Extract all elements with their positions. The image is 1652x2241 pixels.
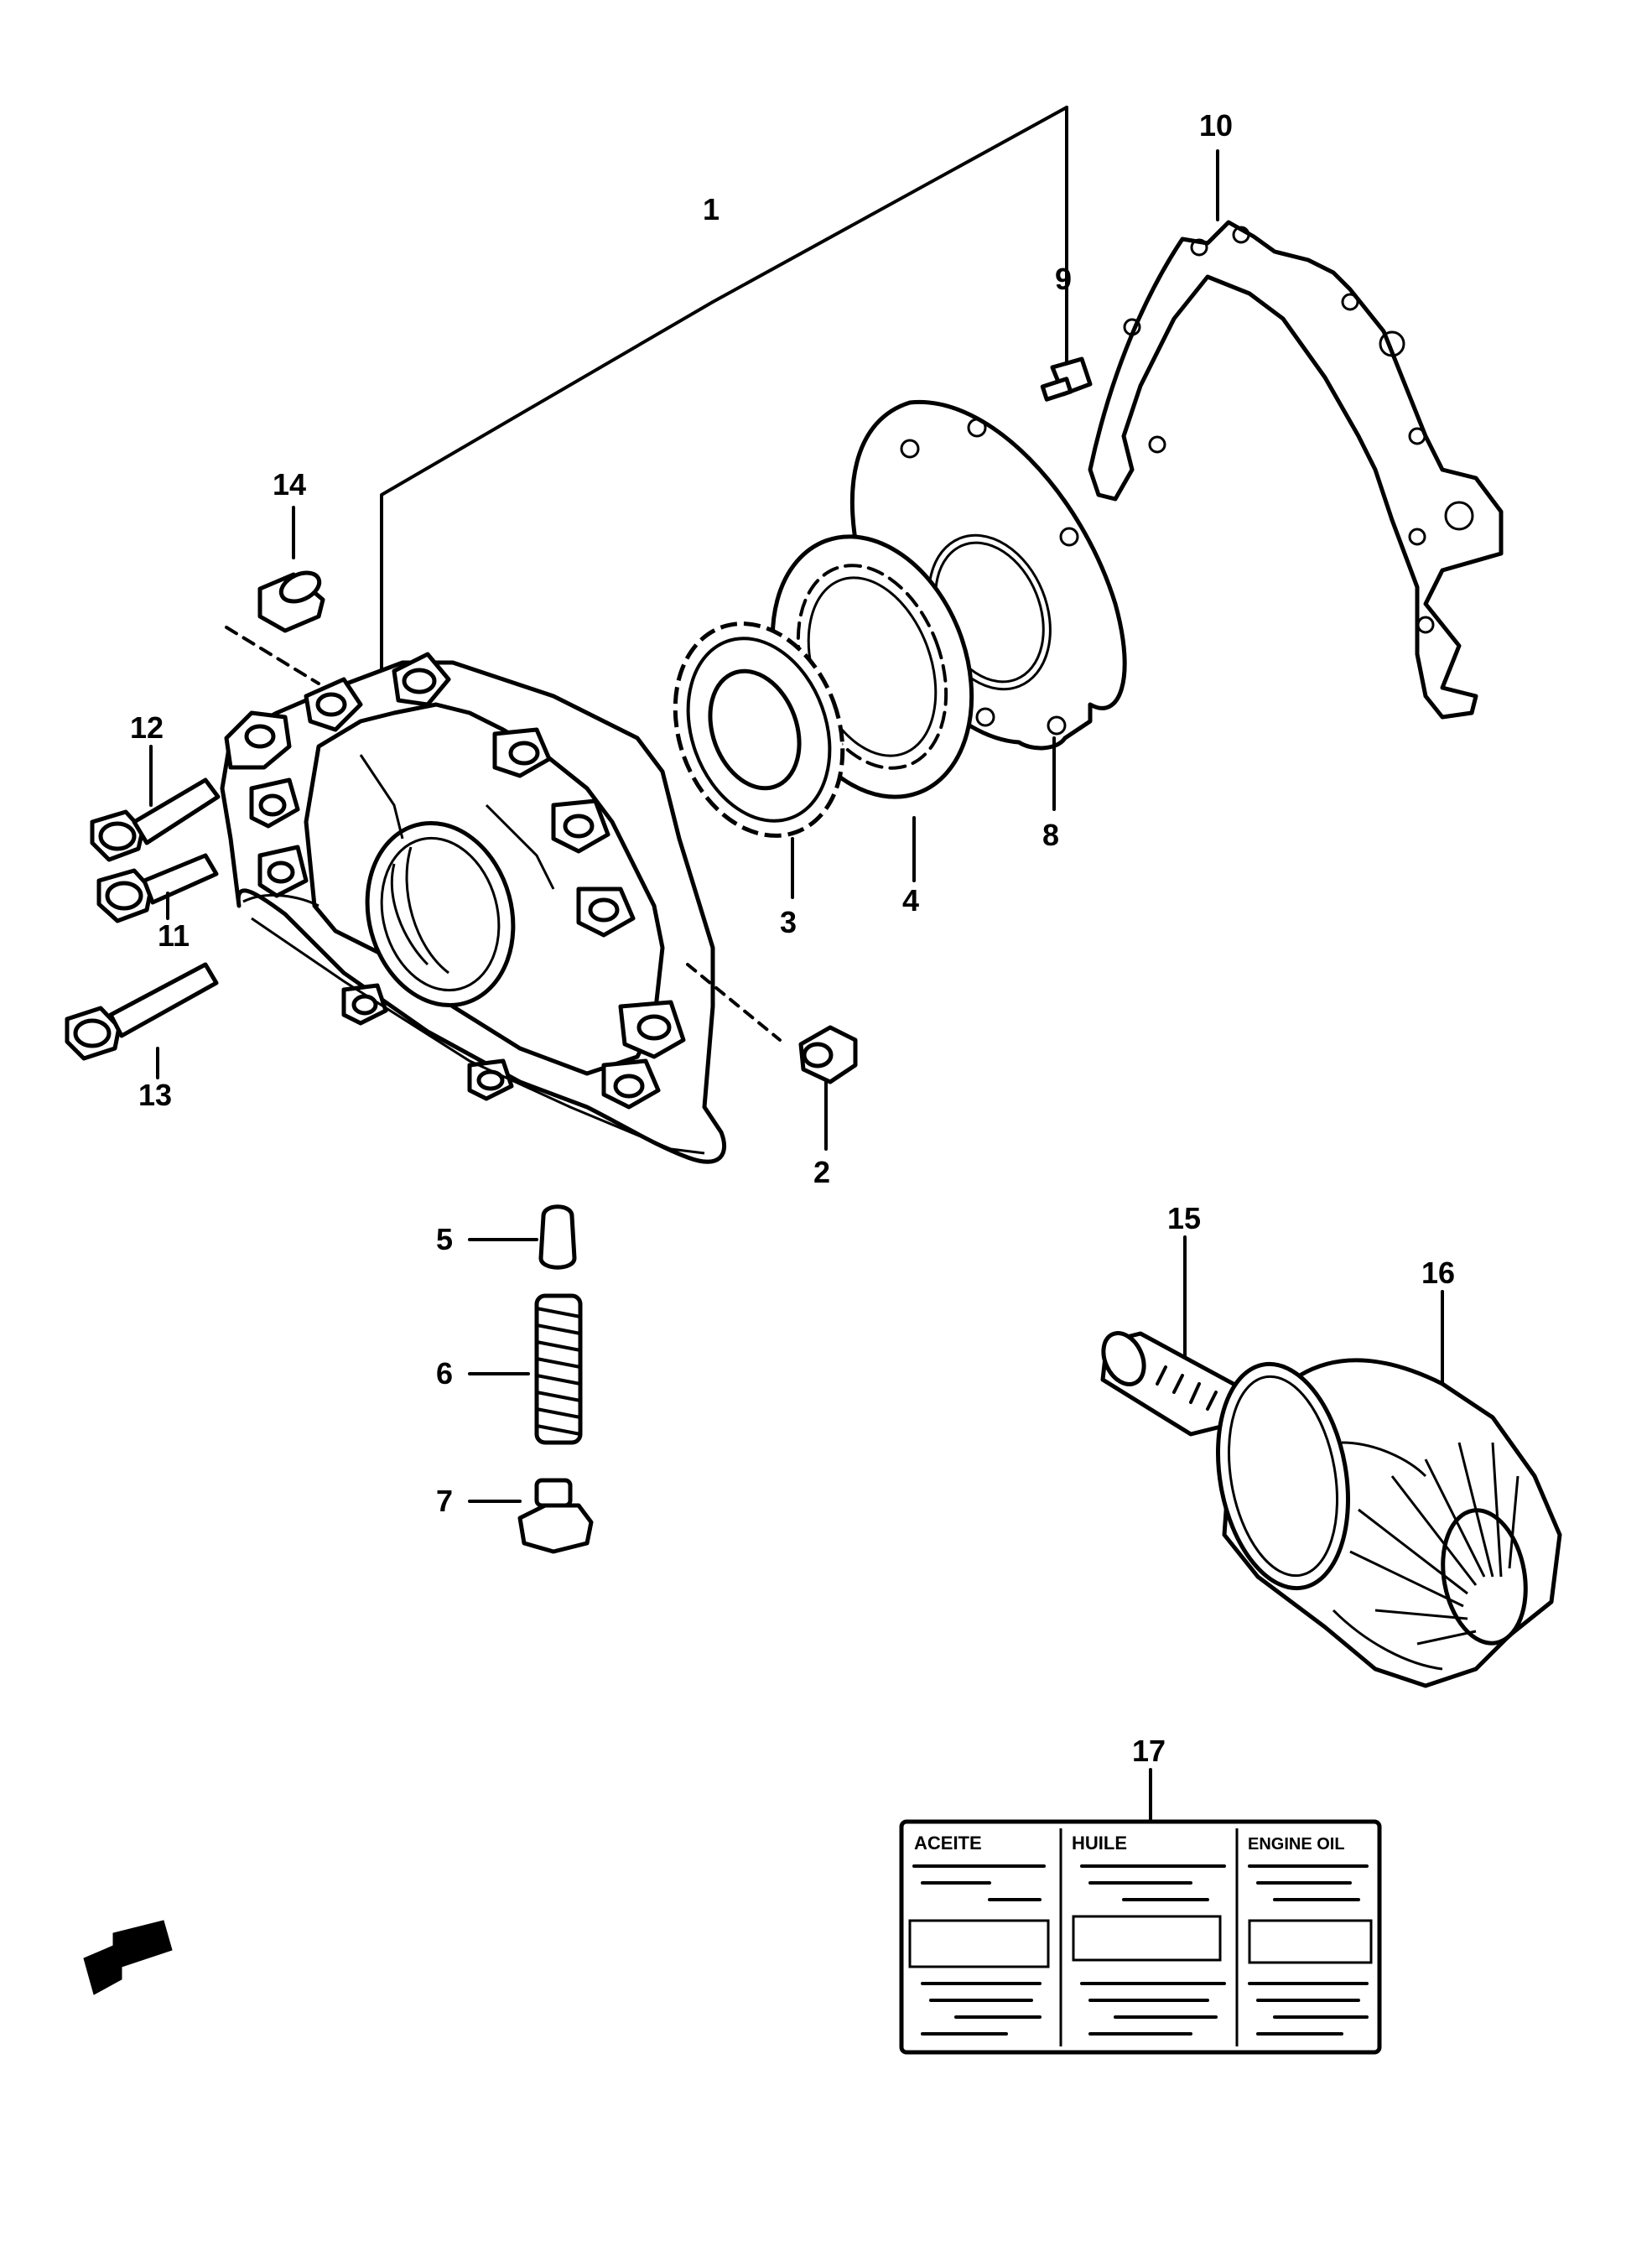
part-1-oil-pump-body xyxy=(220,652,782,1164)
part-13-bolt xyxy=(65,962,219,1079)
callout-17: 17 xyxy=(1132,1734,1166,1768)
callout-1: 1 xyxy=(703,192,720,226)
part-10-gasket xyxy=(1088,149,1504,720)
part-16-oil-filter xyxy=(1216,1290,1562,1688)
label-col1-header: ACEITE xyxy=(914,1833,982,1854)
part-3-inner-gear xyxy=(673,621,845,899)
part-12-bolt xyxy=(90,745,221,862)
callout-6: 6 xyxy=(436,1356,453,1391)
callout-5: 5 xyxy=(436,1222,453,1256)
front-direction-arrow-icon xyxy=(83,1920,173,1995)
part-5-relief-valve xyxy=(468,1204,577,1270)
callout-13: 13 xyxy=(138,1078,172,1112)
callout-15: 15 xyxy=(1167,1201,1201,1235)
callout-4: 4 xyxy=(902,883,919,918)
part-7-retainer xyxy=(468,1478,594,1554)
part-6-spring xyxy=(468,1293,583,1445)
callout-8: 8 xyxy=(1042,818,1059,852)
part-2-plug xyxy=(798,1025,858,1151)
callout-3: 3 xyxy=(780,905,797,939)
callout-10: 10 xyxy=(1199,108,1233,143)
callout-16: 16 xyxy=(1421,1256,1455,1290)
part-17-label: ACEITE HUILE ENGINE OIL xyxy=(899,1768,1382,2055)
label-col2-header: HUILE xyxy=(1072,1833,1127,1854)
callout-9: 9 xyxy=(1055,262,1072,296)
callout-12: 12 xyxy=(130,710,164,745)
part-9-screw xyxy=(1040,300,1093,402)
callout-7: 7 xyxy=(436,1484,453,1518)
label-col3-header: ENGINE OIL xyxy=(1248,1835,1345,1854)
callout-11: 11 xyxy=(158,918,190,953)
part-11-bolt xyxy=(96,853,219,923)
part-15-union-bolt xyxy=(1100,1235,1244,1437)
callout-2: 2 xyxy=(813,1155,830,1189)
callout-14: 14 xyxy=(273,467,306,502)
part-14-dowel xyxy=(225,506,325,685)
